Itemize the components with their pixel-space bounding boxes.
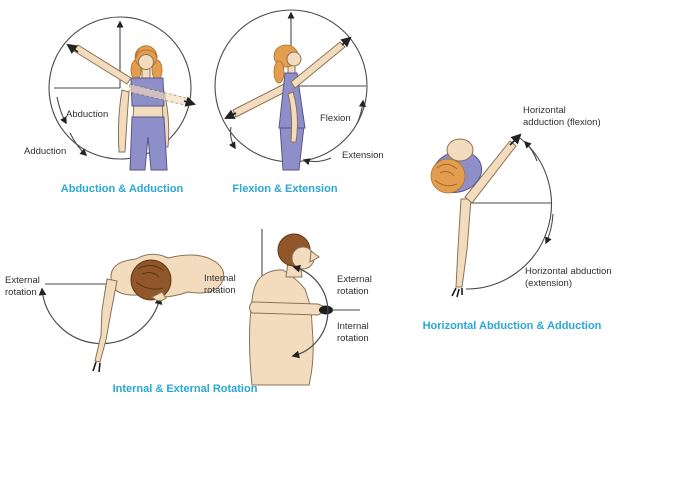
horizontal-adduction-label: Horizontal adduction (flexion): [523, 105, 601, 129]
flexion-motion-label: Flexion: [320, 113, 351, 124]
horizontal-abduction-label: Horizontal abduction (extension): [525, 266, 612, 290]
abduction-adduction-caption: Abduction & Adduction: [60, 183, 184, 195]
flexion-extension-drawing: [214, 9, 368, 171]
abduction-motion-label: Abduction: [66, 109, 109, 120]
extension-motion-label: Extension: [342, 150, 384, 161]
rotation-side-view-drawing: [249, 229, 360, 386]
internal-rotation-label-side-view: Internal rotation: [337, 321, 369, 345]
horizontal-abduction-adduction-drawing: [430, 133, 554, 298]
rotation-top-view-drawing: [38, 253, 225, 373]
adduction-motion-label: Adduction: [24, 146, 67, 157]
flexion-extension-caption: Flexion & Extension: [232, 183, 338, 195]
abduction-adduction-drawing: [48, 16, 196, 171]
internal-rotation-label-top-view: Internal rotation: [204, 273, 236, 297]
external-rotation-label-side-view: External rotation: [337, 274, 372, 298]
external-rotation-label-top-view: External rotation: [5, 275, 40, 299]
internal-external-rotation-caption: Internal & External Rotation: [112, 383, 258, 395]
horizontal-abduction-adduction-caption: Horizontal Abduction & Adduction: [422, 320, 602, 332]
